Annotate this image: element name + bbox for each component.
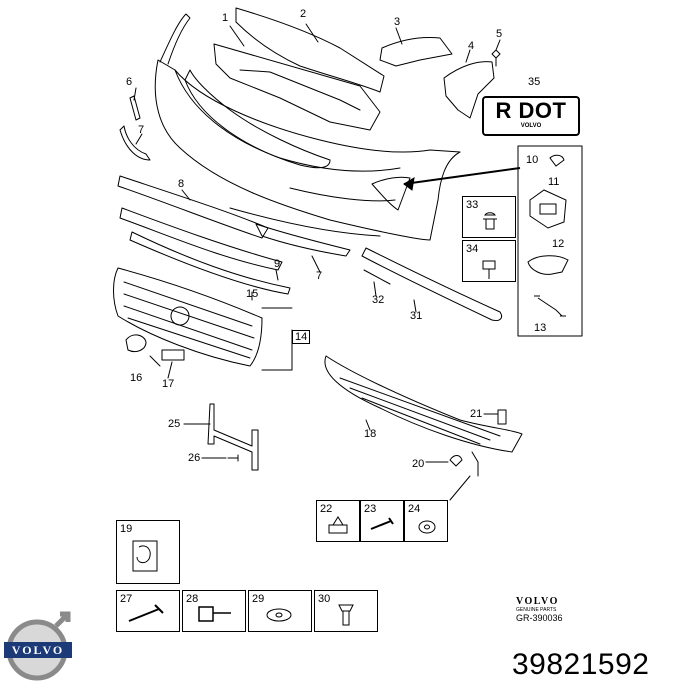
callout-5: 5 bbox=[496, 28, 503, 40]
callout-32: 32 bbox=[372, 294, 385, 306]
part-10-drawing bbox=[549, 154, 565, 167]
part-31-drawing bbox=[361, 247, 503, 321]
part-box-19: 19 bbox=[116, 520, 180, 584]
part-1-drawing bbox=[213, 43, 381, 131]
callout-31: 31 bbox=[410, 310, 423, 322]
part-3-drawing bbox=[379, 37, 453, 67]
part-2-drawing bbox=[235, 7, 385, 93]
callout-35: 35 bbox=[528, 76, 541, 88]
grille-drawing bbox=[113, 267, 263, 367]
bumper-cover-drawing bbox=[154, 13, 461, 241]
callout-3: 3 bbox=[394, 16, 401, 28]
part-32-drawing bbox=[363, 269, 391, 285]
part-box-24-number: 24 bbox=[408, 503, 421, 515]
part-box-33-number: 33 bbox=[466, 199, 479, 211]
reference-brand: VOLVO bbox=[516, 596, 559, 607]
callout-17: 17 bbox=[162, 378, 175, 390]
screw-icon bbox=[370, 517, 394, 530]
part-number: 39821592 bbox=[512, 648, 650, 681]
callout-20: 20 bbox=[412, 458, 425, 470]
grommet-icon bbox=[132, 540, 158, 572]
callout-6: 6 bbox=[126, 76, 133, 88]
callout-1: 1 bbox=[222, 12, 229, 24]
rdot-plate-subtext: VOLVO bbox=[520, 123, 542, 129]
part-12-drawing bbox=[527, 255, 569, 275]
part-box-24: 24 bbox=[404, 500, 448, 542]
part-box-33: 33 bbox=[462, 196, 516, 238]
part-4-drawing bbox=[443, 61, 495, 119]
part-7-left-drawing bbox=[119, 125, 151, 161]
reference-code: GR-390036 bbox=[516, 613, 563, 623]
part-5-drawing bbox=[491, 49, 501, 67]
part-box-29-number: 29 bbox=[252, 593, 265, 605]
callout-16: 16 bbox=[130, 372, 143, 384]
part-box-19-number: 19 bbox=[120, 523, 133, 535]
callout-4: 4 bbox=[468, 40, 475, 52]
part-box-27-number: 27 bbox=[120, 593, 133, 605]
clip-icon bbox=[328, 516, 348, 534]
part-21-drawing bbox=[497, 409, 507, 425]
callout-26: 26 bbox=[188, 452, 201, 464]
rivet-icon bbox=[338, 604, 354, 626]
part-box-30: 30 bbox=[314, 590, 378, 632]
callout-14: 14 bbox=[292, 330, 311, 344]
volvo-logo-text: VOLVO bbox=[12, 643, 64, 657]
part-6-drawing bbox=[129, 95, 141, 121]
part-11-drawing bbox=[529, 189, 567, 229]
push-clip-icon bbox=[483, 212, 497, 230]
callout-9: 9 bbox=[274, 258, 281, 270]
rdot-plate: R DOT VOLVO bbox=[482, 96, 580, 136]
callout-10: 10 bbox=[526, 154, 539, 166]
rdot-plate-text: R DOT bbox=[495, 98, 567, 123]
detail-arrow bbox=[403, 167, 521, 191]
callout-7-upper: 7 bbox=[138, 124, 145, 136]
callout-18: 18 bbox=[364, 428, 377, 440]
callout-15: 15 bbox=[246, 288, 259, 300]
bolt-icon bbox=[482, 260, 496, 279]
stud-icon bbox=[128, 604, 164, 622]
washer-icon bbox=[418, 520, 436, 534]
part-box-23-number: 23 bbox=[364, 503, 377, 515]
callout-12: 12 bbox=[552, 238, 565, 250]
part-13-drawing bbox=[534, 295, 566, 317]
callout-8: 8 bbox=[178, 178, 185, 190]
callout-25: 25 bbox=[168, 418, 181, 430]
part-box-28: 28 bbox=[182, 590, 246, 632]
part-7-lower-drawing bbox=[255, 223, 351, 257]
part-8-drawing bbox=[117, 175, 269, 239]
bracket-25-drawing bbox=[207, 403, 259, 471]
part-box-29: 29 bbox=[248, 590, 312, 632]
callout-21: 21 bbox=[470, 408, 483, 420]
callout-2: 2 bbox=[300, 8, 307, 20]
badge-17-drawing bbox=[161, 349, 185, 361]
part-box-34-number: 34 bbox=[466, 243, 479, 255]
callout-13: 13 bbox=[534, 322, 547, 334]
reference-subtitle: GENUINE PARTS bbox=[516, 607, 557, 613]
part-18-drawing bbox=[324, 355, 523, 453]
flat-washer-icon bbox=[266, 608, 292, 622]
emblem-drawing bbox=[125, 334, 147, 353]
callout-7-lower: 7 bbox=[316, 270, 323, 282]
part-box-34: 34 bbox=[462, 240, 516, 282]
part-box-22: 22 bbox=[316, 500, 360, 542]
part-box-30-number: 30 bbox=[318, 593, 331, 605]
part-box-22-number: 22 bbox=[320, 503, 333, 515]
callout-11: 11 bbox=[548, 176, 560, 188]
part-box-23: 23 bbox=[360, 500, 404, 542]
part-box-28-number: 28 bbox=[186, 593, 199, 605]
flange-bolt-icon bbox=[198, 606, 231, 622]
reference-block: VOLVO GENUINE PARTS GR-390036 bbox=[516, 596, 586, 624]
part-box-27: 27 bbox=[116, 590, 180, 632]
volvo-logo: VOLVO bbox=[4, 611, 72, 681]
